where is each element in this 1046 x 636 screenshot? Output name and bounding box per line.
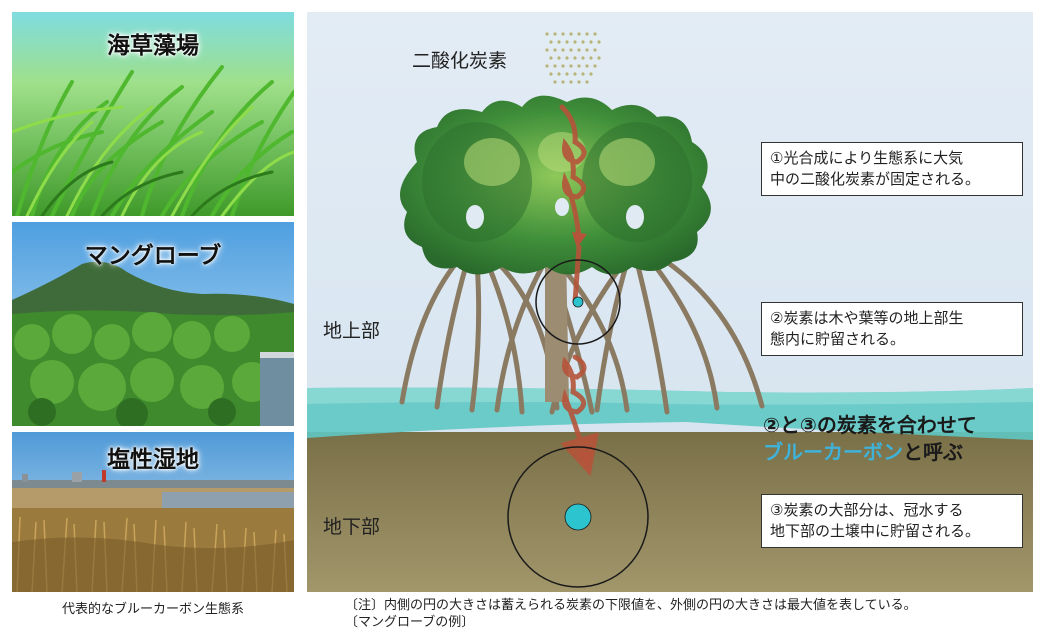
mangrove-title: マングローブ: [84, 243, 222, 269]
callout-line: ①光合成により生態系に大気: [770, 149, 964, 167]
seagrass-photo-icon: [12, 12, 294, 216]
callout-line: 態内に貯留される。: [770, 330, 906, 348]
seagrass-photo: 海草藻場: [12, 12, 294, 216]
above-ground-label: 地上部: [323, 320, 381, 342]
callout-line: ③炭素の大部分は、冠水する: [770, 501, 964, 519]
co2-particles-icon: [545, 32, 601, 84]
salt-marsh-photo-icon: [12, 432, 294, 592]
summary-line-2: ブルーカーボンと呼ぶ: [763, 439, 977, 466]
summary-line-1: ②と③の炭素を合わせて: [763, 413, 977, 437]
note-line-1: 〔注〕内側の円の大きさは蓄えられる炭素の下限値を、外側の円の大きさは最大値を表し…: [345, 598, 917, 613]
callout-photosynthesis: ①光合成により生態系に大気 中の二酸化炭素が固定される。: [761, 142, 1023, 196]
mangrove-photo: マングローブ: [12, 222, 294, 426]
arrowhead-upper-icon: [572, 232, 587, 248]
co2-label: 二酸化炭素: [412, 50, 508, 72]
above-ground-min-circle: [572, 296, 584, 308]
carbon-flow-arrow-icon: [562, 104, 585, 457]
blue-carbon-summary: ②と③の炭素を合わせて ブルーカーボンと呼ぶ: [763, 412, 977, 466]
below-ground-min-circle: [564, 503, 592, 531]
callout-above-ground-storage: ②炭素は木や葉等の地上部生 態内に貯留される。: [761, 302, 1023, 356]
below-ground-max-circle: [507, 446, 649, 588]
seagrass-title: 海草藻場: [107, 33, 199, 59]
callout-below-ground-storage: ③炭素の大部分は、冠水する 地下部の土壌中に貯留される。: [761, 494, 1023, 548]
summary-tail: と呼ぶ: [903, 440, 963, 464]
ecosystem-photo-panel: 海草藻場 マングローブ: [12, 12, 294, 592]
diagram-note: 〔注〕内側の円の大きさは蓄えられる炭素の下限値を、外側の円の大きさは最大値を表し…: [345, 597, 1035, 631]
mangrove-canopy-icon: [399, 95, 711, 275]
blue-carbon-term: ブルーカーボン: [763, 440, 903, 464]
photo-panel-caption: 代表的なブルーカーボン生態系: [61, 602, 244, 617]
arrowhead-lower-icon: [577, 452, 593, 467]
mangrove-roots-icon: [399, 259, 765, 415]
callout-line: ②炭素は木や葉等の地上部生: [770, 309, 964, 327]
callout-line: 地下部の土壌中に貯留される。: [770, 522, 981, 540]
above-ground-max-circle: [535, 259, 621, 345]
soil-layer: [307, 432, 1033, 592]
carbon-storage-diagram: 二酸化炭素 地上部 地下部 ①光合成により生態系に大気 中の二酸化炭素が固定され…: [307, 12, 1033, 592]
callout-line: 中の二酸化炭素が固定される。: [770, 170, 981, 188]
salt-marsh-title: 塩性湿地: [107, 447, 199, 473]
below-ground-label: 地下部: [323, 516, 381, 538]
note-line-2: 〔マングローブの例〕: [345, 615, 475, 630]
mangrove-photo-icon: [12, 222, 294, 426]
salt-marsh-photo: 塩性湿地: [12, 432, 294, 592]
